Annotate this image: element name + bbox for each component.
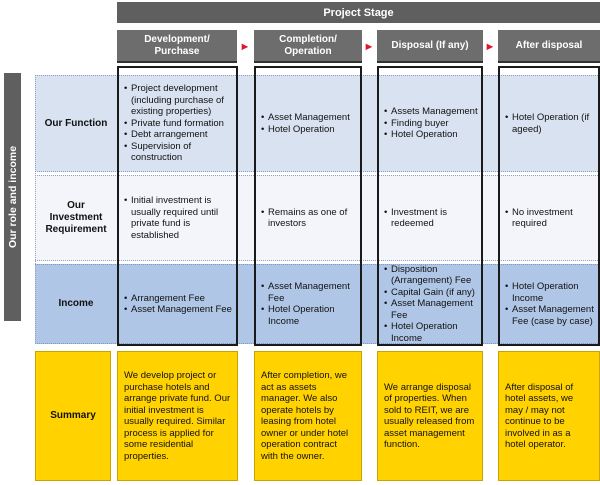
bullet-item: Hotel Operation: [384, 129, 478, 141]
project-stage-header: Project Stage: [117, 2, 600, 23]
investment-cell-completion: Remains as one of investors: [255, 177, 361, 259]
bullet-item: Debt arrangement: [124, 129, 232, 141]
summary-cell-completion: After completion, we act as assets manag…: [254, 351, 362, 481]
income-cell-disposal: Disposition (Arrangement) FeeCapital Gai…: [378, 264, 482, 344]
row-label-function: Our Function: [44, 117, 108, 129]
summary-cell-after-disposal: After disposal of hotel assets, we may /…: [498, 351, 600, 481]
bullet-item: Initial investment is usually required u…: [124, 195, 232, 241]
bullet-item: Remains as one of investors: [261, 207, 357, 230]
stage-arrow-2: ►: [363, 41, 375, 53]
bullet-item: Disposition (Arrangement) Fee: [384, 264, 478, 287]
bullet-item: Asset Management Fee (case by case): [505, 304, 595, 327]
bullet-item: Hotel Operation Income: [261, 304, 357, 327]
function-cell-disposal: Assets ManagementFinding buyerHotel Oper…: [378, 77, 482, 170]
bullet-item: Asset Management: [261, 112, 350, 124]
bullet-item: Capital Gain (if any): [384, 287, 478, 299]
summary-cell-development: We develop project or purchase hotels an…: [117, 351, 238, 481]
income-cell-development: Arrangement FeeAsset Management Fee: [118, 266, 236, 342]
stage-arrow-3: ►: [484, 41, 496, 53]
row-label-income: Income: [58, 298, 94, 309]
summary-cell-disposal: We arrange disposal of properties. When …: [377, 351, 483, 481]
row-label-investment: Our Investment Requirement: [45, 200, 107, 235]
bullet-item: Hotel Operation Income: [505, 281, 595, 304]
function-cell-after-disposal: Hotel Operation (if ageed): [499, 77, 599, 170]
bullet-item: Project development (including purchase …: [124, 83, 232, 118]
summary-label: Summary: [35, 351, 111, 481]
bullet-item: Arrangement Fee: [124, 293, 232, 305]
investment-cell-disposal: Investment is redeemed: [378, 177, 482, 259]
stage-header-completion: Completion/ Operation: [254, 30, 362, 63]
project-stage-title: Project Stage: [323, 6, 394, 19]
bullet-item: Supervision of construction: [124, 141, 232, 164]
left-dotted-edge: [35, 75, 36, 344]
income-cell-after-disposal: Hotel Operation IncomeAsset Management F…: [499, 266, 599, 342]
bullet-item: Asset Management Fee: [261, 281, 357, 304]
bullet-item: Asset Management Fee: [124, 304, 232, 316]
bullet-item: Hotel Operation Income: [384, 321, 478, 344]
bullet-item: No investment required: [505, 207, 595, 230]
stage-header-disposal: Disposal (If any): [377, 30, 483, 63]
stage-arrow-1: ►: [239, 41, 251, 53]
bullet-item: Asset Management Fee: [384, 298, 478, 321]
investment-cell-after-disposal: No investment required: [499, 177, 599, 259]
function-cell-development: Project development (including purchase …: [118, 77, 236, 170]
stage-header-development: Development/ Purchase: [117, 30, 237, 63]
stage-header-after-disposal: After disposal: [498, 30, 600, 63]
bullet-item: Finding buyer: [384, 118, 478, 130]
investment-cell-development: Initial investment is usually required u…: [118, 177, 236, 259]
side-label-our-role-and-income: Our role and income: [4, 73, 21, 321]
function-cell-completion: Asset ManagementHotel Operation: [255, 77, 361, 170]
bullet-item: Assets Management: [384, 106, 478, 118]
income-cell-completion: Asset Management FeeHotel Operation Inco…: [255, 266, 361, 342]
bullet-item: Investment is redeemed: [384, 207, 478, 230]
bullet-item: Hotel Operation: [261, 124, 350, 136]
bullet-item: Private fund formation: [124, 118, 232, 130]
bullet-item: Hotel Operation (if ageed): [505, 112, 595, 135]
